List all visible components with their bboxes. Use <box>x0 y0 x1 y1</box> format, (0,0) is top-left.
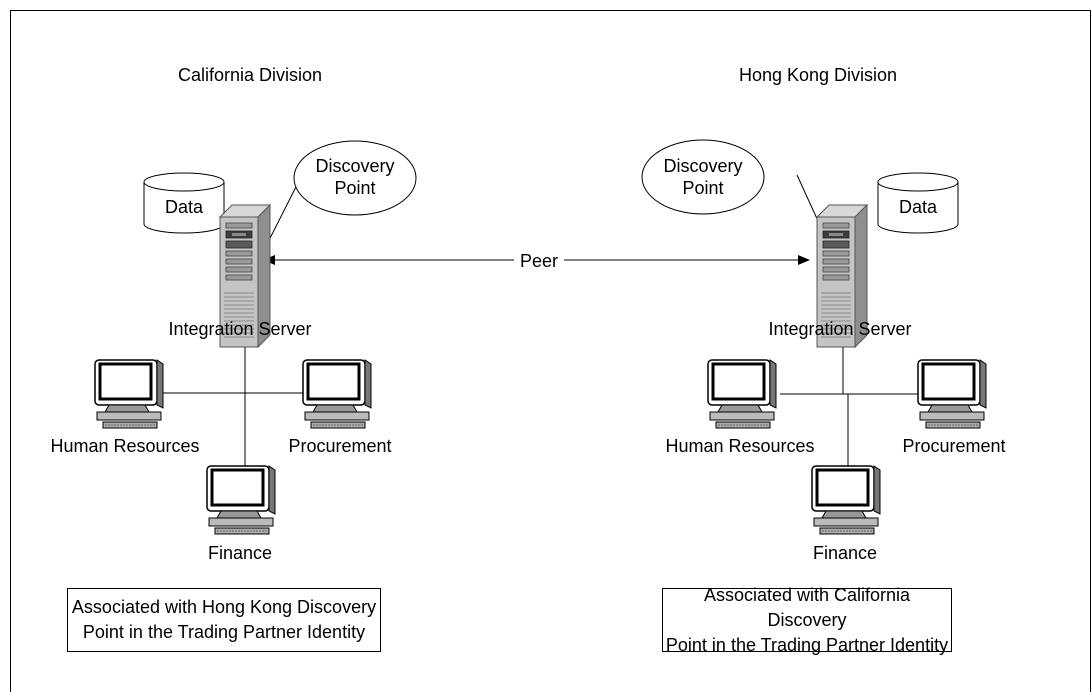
california-note-box: Associated with Hong Kong Discovery Poin… <box>67 588 381 652</box>
database-cylinder-icon <box>877 172 959 234</box>
discovery-point-ellipse <box>293 140 417 216</box>
california-network <box>93 140 417 536</box>
hong-kong-data-label: Data <box>898 197 938 217</box>
california-procurement-label: Procurement <box>288 436 392 456</box>
hong-kong-hr-label: Human Resources <box>665 436 815 456</box>
hong-kong-division-title: Hong Kong Division <box>738 65 898 85</box>
note-line2: Point in the Trading Partner Identity <box>82 622 366 642</box>
discovery-line2: Point <box>334 178 376 198</box>
discovery-line1: Discovery <box>315 156 395 176</box>
hong-kong-finance-label: Finance <box>812 543 878 563</box>
note-line1: Associated with California Discovery <box>703 584 911 630</box>
peer-label: Peer <box>520 251 558 271</box>
california-division-title: California Division <box>177 65 323 85</box>
desktop-computer-icon <box>916 358 988 430</box>
california-finance-label: Finance <box>207 543 273 563</box>
hong-kong-note-box: Associated with California Discovery Poi… <box>662 585 952 655</box>
california-discovery-label: Discovery Point <box>294 155 416 199</box>
hong-kong-server-label: Integration Server <box>768 319 912 339</box>
desktop-computer-icon <box>93 358 165 430</box>
desktop-computer-icon <box>706 358 778 430</box>
desktop-computer-icon <box>301 358 373 430</box>
desktop-computer-icon <box>810 464 882 536</box>
note-line2: Point in the Trading Partner Identity <box>665 634 949 655</box>
note-line1: Associated with Hong Kong Discovery <box>71 597 377 617</box>
california-server-label: Integration Server <box>168 319 312 339</box>
california-data-label: Data <box>164 197 204 217</box>
hong-kong-network <box>641 139 988 536</box>
discovery-line2: Point <box>682 178 724 198</box>
database-cylinder-icon <box>143 172 225 234</box>
california-hr-label: Human Resources <box>50 436 200 456</box>
desktop-computer-icon <box>205 464 277 536</box>
discovery-line1: Discovery <box>663 156 743 176</box>
hong-kong-discovery-label: Discovery Point <box>642 155 764 199</box>
hong-kong-procurement-label: Procurement <box>902 436 1006 456</box>
discovery-point-ellipse <box>641 139 765 215</box>
